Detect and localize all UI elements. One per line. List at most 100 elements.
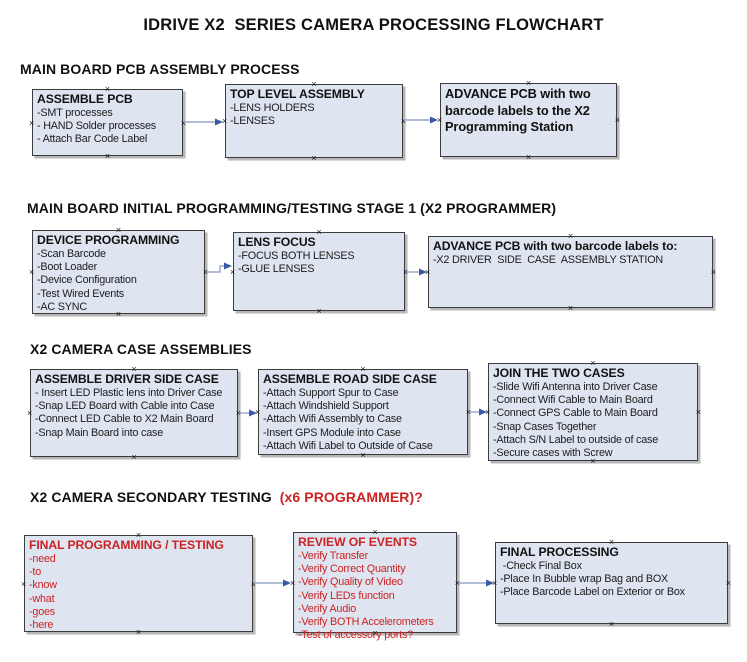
box-top-level-assembly[interactable]: TOP LEVEL ASSEMBLY -LENS HOLDERS-LENSES …: [222, 80, 406, 163]
box-items: -Check Final Box-Place In Bubble wrap Ba…: [500, 560, 723, 600]
box-line: -what: [29, 592, 55, 605]
box-line: -Connect LED Cable to X2 Main Board: [35, 413, 214, 426]
box-title: REVIEW OF EVENTS: [298, 535, 417, 549]
box-line: -Verify Correct Quantity: [298, 563, 406, 576]
box-line: -FOCUS BOTH LENSES: [238, 250, 355, 262]
box-line: -Place Barcode Label on Exterior or Box: [500, 586, 685, 599]
box-final-processing[interactable]: FINAL PROCESSING -Check Final Box-Place …: [492, 538, 731, 629]
box-line: -Place In Bubble wrap Bag and BOX: [500, 573, 669, 586]
box-title: ASSEMBLE DRIVER SIDE CASE: [35, 372, 219, 386]
box-line: -AC SYNC: [37, 300, 87, 313]
box-items: -X2 DRIVER SIDE CASE ASSEMBLY STATION: [433, 254, 708, 267]
section-heading-pcb-assembly: MAIN BOARD PCB ASSEMBLY PROCESS: [20, 61, 300, 77]
page-title: IDRIVE X2 SERIES CAMERA PROCESSING FLOWC…: [143, 16, 604, 34]
connection-handle: ×: [29, 117, 35, 128]
box-line: -SMT processes: [37, 107, 113, 119]
connection-handle: ×: [567, 303, 574, 313]
box-line: - Insert LED Plastic lens into Driver Ca…: [35, 387, 223, 399]
box-title: LENS FOCUS: [238, 235, 316, 249]
connection-handle: ×: [27, 408, 33, 418]
box-line: -Check Final Box: [500, 560, 582, 572]
connection-handle: ×: [608, 619, 615, 629]
box-line: -Attach Wifi Assembly to Case: [263, 413, 402, 426]
connection-handle: ×: [400, 116, 406, 126]
box-title: DEVICE PROGRAMMING: [37, 233, 180, 247]
box-title: ADVANCE PCB with two barcode labels to:: [433, 239, 678, 253]
box-line: - HAND Solder processes: [37, 120, 157, 133]
box-title: FINAL PROCESSING: [500, 545, 619, 559]
box-line: -to: [29, 566, 41, 579]
connection-handle: ×: [437, 115, 443, 125]
box-line: -Secure cases with Screw: [493, 447, 613, 460]
box-line: -Verify LEDs function: [298, 589, 395, 602]
connection-handle: ×: [21, 578, 27, 589]
connection-handle: ×: [290, 577, 296, 588]
box-items: -FOCUS BOTH LENSES-GLUE LENSES: [238, 250, 400, 276]
section-heading-secondary-testing: X2 CAMERA SECONDARY TESTING (x6 PROGRAMM…: [30, 489, 423, 505]
box-line: -Snap LED Board with Cable into Case: [35, 400, 215, 413]
connection-handle: ×: [402, 266, 408, 277]
box-line: -Connect GPS Cable to Main Board: [493, 407, 658, 420]
box-assemble-pcb[interactable]: ASSEMBLE PCB -SMT processes- HAND Solder…: [29, 85, 186, 161]
box-title: ASSEMBLE PCB: [37, 92, 133, 106]
box-line: -GLUE LENSES: [238, 263, 315, 276]
box-assemble-driver-side-case[interactable]: ASSEMBLE DRIVER SIDE CASE - Insert LED P…: [27, 365, 241, 462]
box-review-of-events[interactable]: REVIEW OF EVENTS -Verify Transfer-Verify…: [290, 528, 460, 642]
box-line: -X2 DRIVER SIDE CASE ASSEMBLY STATION: [433, 254, 663, 266]
box-line: -Verify Audio: [298, 602, 357, 615]
box-title: JOIN THE TWO CASES: [493, 366, 625, 380]
connection-handle: ×: [316, 306, 322, 316]
connection-handle: ×: [725, 578, 731, 588]
connection-handle: ×: [230, 266, 236, 277]
box-line: -Attach Windshield Support: [263, 400, 389, 413]
box-advance-pcb-to-programming-station[interactable]: ADVANCE PCB with two barcode labels to t…: [437, 79, 620, 162]
box-line: -Scan Barcode: [37, 248, 106, 260]
box-assemble-road-side-case[interactable]: ASSEMBLE ROAD SIDE CASE -Attach Support …: [255, 365, 471, 460]
connection-handle: ×: [202, 267, 208, 277]
connection-handle: ×: [710, 267, 716, 277]
box-line: -Slide Wifi Antenna into Driver Case: [493, 381, 658, 393]
box-items: -need-to-know-what-goes-here: [29, 553, 248, 632]
box-line: - Attach Bar Code Label: [37, 133, 148, 146]
box-line: -Test Wired Events: [37, 287, 124, 300]
box-line: -LENS HOLDERS: [230, 102, 315, 114]
connection-handle: ×: [222, 116, 228, 126]
connection-handle: ×: [695, 407, 701, 417]
box-title: TOP LEVEL ASSEMBLY: [230, 87, 365, 101]
box-line: -goes: [29, 605, 56, 618]
box-line: -Verify BOTH Accelerometers: [298, 616, 434, 629]
box-items: -Verify Transfer-Verify Correct Quantity…: [298, 550, 452, 642]
box-items: -Slide Wifi Antenna into Driver Case-Con…: [493, 381, 693, 460]
connection-handle: ×: [131, 452, 137, 462]
box-lens-focus[interactable]: LENS FOCUS -FOCUS BOTH LENSES-GLUE LENSE…: [230, 228, 408, 316]
connection-handle: ×: [485, 407, 491, 417]
box-line: -Attach Wifi Label to Outside of Case: [263, 439, 433, 452]
box-final-programming-testing[interactable]: FINAL PROGRAMMING / TESTING -need-to-kno…: [21, 531, 256, 637]
box-line: -know: [29, 579, 57, 592]
connection-handle: ×: [311, 153, 317, 163]
section-heading-red-part: (x6 PROGRAMMER)?: [275, 489, 423, 505]
box-line: -Snap Main Board into case: [35, 426, 164, 439]
connection-handle: ×: [465, 407, 471, 417]
box-line: -Verify Quality of Video: [298, 576, 403, 589]
connection-handle: ×: [250, 578, 256, 589]
box-line: -Attach Support Spur to Case: [263, 387, 399, 399]
box-join-the-two-cases[interactable]: JOIN THE TWO CASES -Slide Wifi Antenna i…: [485, 359, 701, 466]
box-items: -Scan Barcode-Boot Loader-Device Configu…: [37, 248, 200, 314]
box-line: -here: [29, 619, 54, 632]
box-line: -Snap Cases Together: [493, 420, 597, 433]
box-line: -Verify Transfer: [298, 550, 369, 562]
box-title: ADVANCE PCB with two barcode labels to t…: [445, 86, 591, 134]
box-items: -SMT processes- HAND Solder processes- A…: [37, 107, 178, 147]
connection-handle: ×: [104, 151, 111, 161]
connection-handle: ×: [454, 577, 460, 588]
connection-handle: ×: [525, 152, 532, 162]
box-line: -Device Configuration: [37, 274, 137, 287]
box-advance-pcb-to-driver-side-station[interactable]: ADVANCE PCB with two barcode labels to: …: [425, 232, 716, 313]
box-line: -Connect Wifi Cable to Main Board: [493, 394, 653, 407]
box-line: -Insert GPS Module into Case: [263, 426, 401, 439]
box-items: - Insert LED Plastic lens into Driver Ca…: [35, 387, 233, 440]
box-device-programming[interactable]: DEVICE PROGRAMMING -Scan Barcode-Boot Lo…: [29, 226, 208, 319]
section-heading-case-assemblies: X2 CAMERA CASE ASSEMBLIES: [30, 341, 252, 357]
